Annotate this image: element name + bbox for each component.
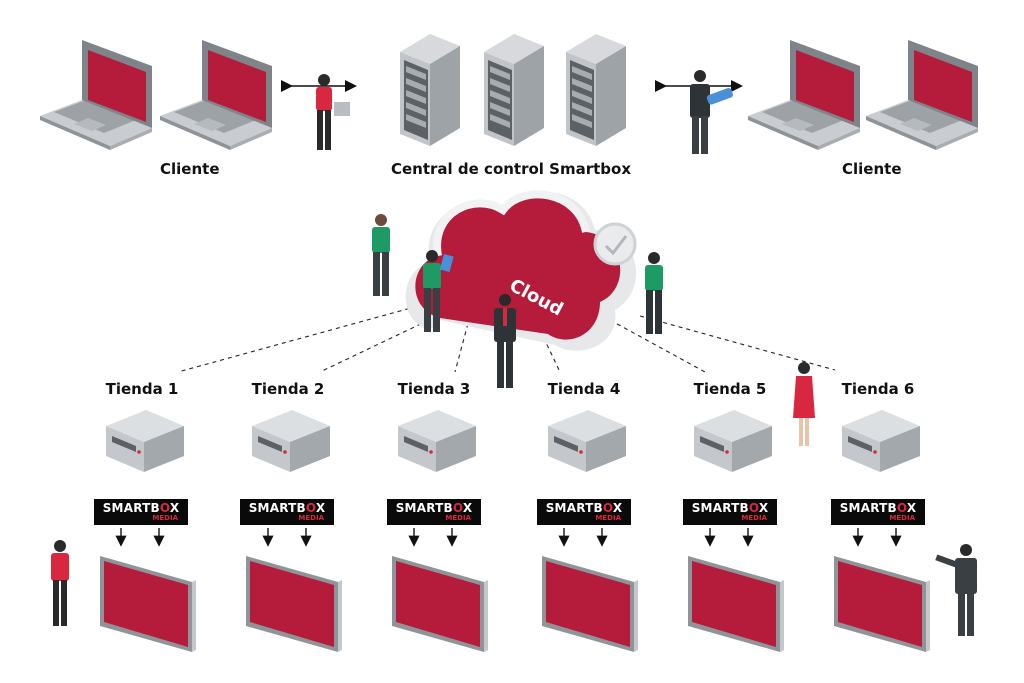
display-screen-6 <box>834 556 930 652</box>
smartbox-media-logo-5: SMARTBOX MEDIA <box>683 499 777 525</box>
central-control-label: Central de control Smartbox <box>391 160 631 178</box>
smartbox-media-logo-6: SMARTBOX MEDIA <box>831 499 925 525</box>
store-label-1: Tienda 1 <box>105 380 179 398</box>
display-screen-4 <box>542 556 638 652</box>
man-figure-top <box>690 70 734 154</box>
person-green-1 <box>372 214 390 296</box>
smartbox-media-logo-3: SMARTBOX MEDIA <box>387 499 481 525</box>
person-green-3 <box>645 252 663 334</box>
smartbox-media-logo-1: SMARTBOX MEDIA <box>94 499 188 525</box>
display-screen-1 <box>100 556 196 652</box>
display-screen-5 <box>688 556 784 652</box>
laptop-client-left-2 <box>160 40 272 150</box>
store-device-5 <box>694 410 772 472</box>
client-label-left: Cliente <box>160 160 220 178</box>
cloud <box>405 190 637 351</box>
store-device-6 <box>842 410 920 472</box>
laptop-client-right-1 <box>748 40 860 150</box>
logo-arrows <box>115 528 902 547</box>
server-rack-1 <box>400 34 460 146</box>
laptop-client-right-2 <box>866 40 978 150</box>
store-device-4 <box>548 410 626 472</box>
store-label-4: Tienda 4 <box>547 380 621 398</box>
server-rack-2 <box>484 34 544 146</box>
check-icon <box>593 222 637 266</box>
store-label-5: Tienda 5 <box>693 380 767 398</box>
store-device-1 <box>106 410 184 472</box>
woman-figure-top <box>316 74 350 150</box>
client-label-right: Cliente <box>842 160 902 178</box>
server-rack-3 <box>566 34 626 146</box>
smartbox-media-logo-4: SMARTBOX MEDIA <box>537 499 631 525</box>
man-pointing-bottom <box>935 544 977 636</box>
woman-red-dress <box>793 362 815 446</box>
display-screen-3 <box>392 556 488 652</box>
smartbox-media-logo-2: SMARTBOX MEDIA <box>240 499 334 525</box>
store-label-3: Tienda 3 <box>397 380 471 398</box>
store-label-2: Tienda 2 <box>251 380 325 398</box>
person-green-2 <box>423 250 454 332</box>
store-device-3 <box>398 410 476 472</box>
display-screen-2 <box>246 556 342 652</box>
laptop-client-left-1 <box>40 40 152 150</box>
store-label-6: Tienda 6 <box>841 380 915 398</box>
store-device-2 <box>252 410 330 472</box>
woman-phone-bottom <box>51 540 69 626</box>
person-suit-center <box>494 294 516 388</box>
